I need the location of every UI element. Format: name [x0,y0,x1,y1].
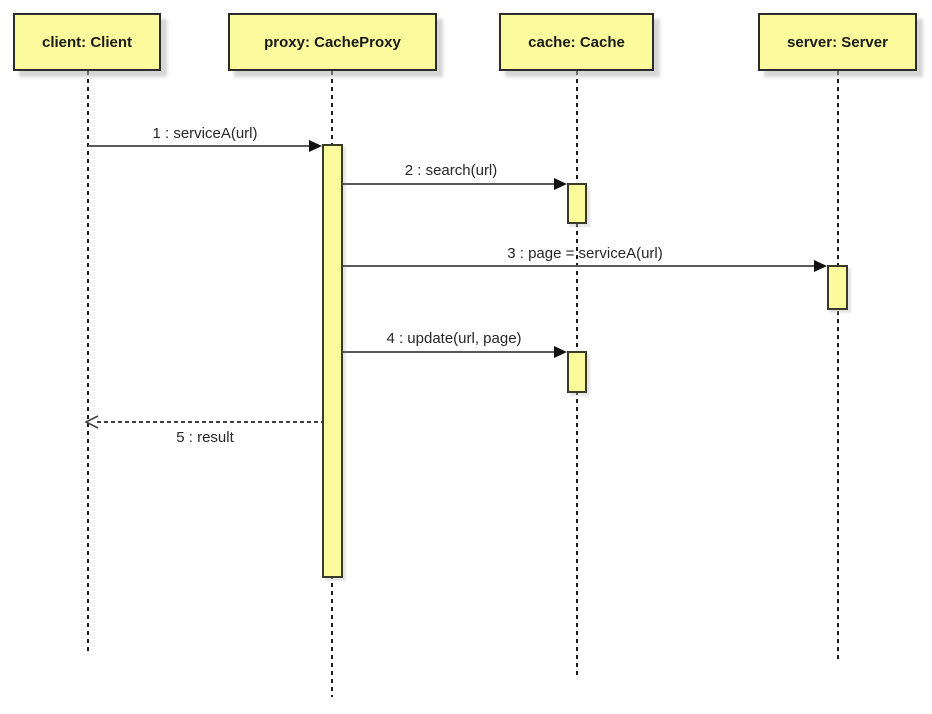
arrowhead-filled-icon [554,178,567,190]
actor-label-server: server: Server [787,33,888,51]
arrowhead-filled-icon [554,346,567,358]
message-label-1: 1 : serviceA(url) [152,125,258,142]
actor-label-client: client: Client [41,33,132,51]
actor-label-proxy: proxy: CacheProxy [264,33,401,51]
message-line-4 [343,351,554,353]
message-line-1 [88,145,310,147]
message-label-3: 3 : page = serviceA(url) [507,245,663,262]
message-line-3 [343,265,814,267]
arrowhead-filled-icon [814,260,827,272]
actor-box-server: server: Server [758,13,917,71]
arrowhead-open-icon [84,414,99,430]
activation-bar-cache-2 [567,351,587,393]
message-line-5 [97,421,322,423]
lifeline-server [837,71,839,662]
activation-bar-proxy [322,144,343,578]
arrowhead-filled-icon [309,140,322,152]
activation-bar-cache-1 [567,183,587,224]
message-label-4: 4 : update(url, page) [386,330,522,347]
message-line-2 [343,183,554,185]
actor-box-proxy: proxy: CacheProxy [228,13,437,71]
lifeline-client [87,71,89,655]
activation-bar-server [827,265,848,310]
actor-label-cache: cache: Cache [528,33,625,51]
actor-box-client: client: Client [13,13,161,71]
message-label-5: 5 : result [176,429,234,446]
actor-box-cache: cache: Cache [499,13,654,71]
message-label-2: 2 : search(url) [404,162,498,179]
